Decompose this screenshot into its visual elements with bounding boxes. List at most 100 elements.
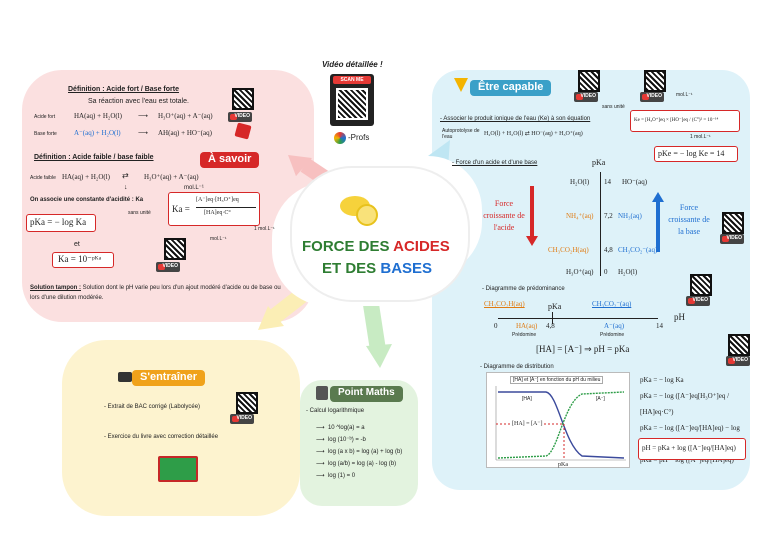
tampon: Solution tampon : Solution dont le pH va… <box>30 285 281 301</box>
exercise-item-livre[interactable]: - Exercice du livre avec correction déta… <box>104 434 219 440</box>
video-icon[interactable]: VIDEO <box>720 234 744 244</box>
acid-weak-label: Acide faible <box>30 175 56 181</box>
maths-rule: ⟶ log (1) = 0 <box>316 473 356 479</box>
maths-sub: - Calcul logarithmique <box>306 408 365 414</box>
equilibrium-arrow-icon: ⇄ <box>122 171 129 180</box>
predom-0: 0 <box>494 322 498 330</box>
qr-code-icon[interactable] <box>232 88 254 110</box>
ke-box <box>630 110 740 132</box>
qr-code-icon[interactable] <box>644 70 666 92</box>
predomine-acid: Prédomine <box>512 332 537 338</box>
scale-acid: CH₃CO₂H(aq) <box>548 246 589 254</box>
scale-pka: 4,8 <box>604 246 613 254</box>
pka-formula: pKa = − log Ka <box>30 217 87 227</box>
formula-line: pKa = pH − log ([A⁻]eq/[HA]eq) <box>640 456 734 464</box>
video-icon[interactable]: VIDEO <box>640 92 664 102</box>
ke-unit: mol.L⁻¹ <box>676 92 693 98</box>
acid-force-arrow <box>530 186 534 238</box>
pke-box <box>654 146 738 162</box>
maths-rule: ⟶ 10 ^log(a) = a <box>316 425 365 431</box>
ke-unit2: 1 mol.L⁻¹ <box>690 134 711 140</box>
brand-name: -Profs <box>348 133 370 142</box>
base-strong-label: Base forte <box>34 131 57 137</box>
pka-box <box>26 214 96 232</box>
acid-weak-eq-right: H₃O⁺(aq) + A⁻(aq) <box>144 173 199 181</box>
scale-pka: 7,2 <box>604 212 613 220</box>
video-icon[interactable]: VIDEO <box>156 262 180 272</box>
qr-code-icon <box>336 88 368 120</box>
scale-acid: H₂O(l) <box>570 178 590 186</box>
savoir-banner: À savoir <box>200 152 260 168</box>
pka-axis-label: pKa <box>592 158 606 167</box>
ph-formula-box <box>638 438 746 460</box>
exercise-item-bac[interactable]: - Extrait de BAC corrigé (Labolycée) <box>104 404 201 410</box>
qr-code-icon[interactable] <box>164 238 186 260</box>
def-weak-title: Définition : Acide faible / base faible <box>34 154 154 161</box>
ka-pow-box <box>52 252 114 268</box>
ka-assoc: On associe une constante d'acidité : Ka <box>30 197 144 203</box>
formula-line: pKa = − log Ka <box>640 376 684 384</box>
scan-label: SCAN ME <box>333 76 371 84</box>
center-title-line1: FORCE DES ACIDES <box>302 238 450 255</box>
ka-formula-box <box>168 192 260 226</box>
base-force-label: Force croissante de la base <box>668 203 710 236</box>
entrainer-banner: S'entraîner <box>132 370 206 386</box>
maths-rule: ⟶ log (a/b) = log (a) - log (b) <box>316 461 397 467</box>
predomine-base: Prédomine <box>600 332 625 338</box>
ph-formula: pH = pKa + log ([A⁻]eq/[HA]eq) <box>642 444 736 452</box>
ka-pow-formula: Ka = 10⁻ᵖᴷᵃ <box>58 254 102 264</box>
arrow-icon: ⟶ <box>138 130 149 137</box>
qr-code-icon[interactable] <box>578 70 600 92</box>
predom-axis <box>498 318 658 319</box>
ka-unit-bottom: mol.L⁻¹ <box>210 236 227 242</box>
scan-me-qr[interactable]: SCAN ME <box>330 74 374 126</box>
qr-code-icon[interactable] <box>236 392 258 414</box>
video-icon[interactable]: VIDEO <box>686 296 710 306</box>
acid-weak-eq-left: HA(aq) + H₂O(l) <box>62 173 110 181</box>
scale-base: CH₃CO₂⁻(aq) <box>618 246 658 254</box>
distrib-a: [A⁻] <box>596 396 605 402</box>
qr-code-icon[interactable] <box>728 334 750 356</box>
fraction-bar <box>196 207 256 208</box>
predom-tick <box>552 312 553 324</box>
scale-acid: NH₄⁺(aq) <box>566 212 594 220</box>
pka-axis-line <box>600 172 601 276</box>
video-icon[interactable]: VIDEO <box>726 356 750 366</box>
arrow-icon: ⟶ <box>138 113 149 120</box>
predom-eq: [HA] = [A⁻] ⇒ pH = pKa <box>536 344 630 354</box>
qr-code-icon[interactable] <box>690 274 712 296</box>
qr-code-icon[interactable] <box>722 212 744 234</box>
autoprotolyse: Autoprotolyse de l'eau <box>442 128 480 140</box>
center-title-line2: ET DES BASES <box>322 260 433 277</box>
distrib-eq: [HA] = [A⁻] <box>512 420 543 427</box>
acid-force-label: Force croissante de l'acide <box>483 199 525 232</box>
video-icon[interactable]: VIDEO <box>574 92 598 102</box>
scale-base: NH₃(aq) <box>618 212 642 220</box>
video-icon[interactable]: VIDEO <box>230 414 254 424</box>
scale-pka: 0 <box>604 268 608 276</box>
ka-denominator: [HA]eq·C° <box>204 210 231 216</box>
pke-formula: pKe = − log Ke = 14 <box>658 149 725 158</box>
ke-equation: H₂O(l) + H₂O(l) ⇄ HO⁻(aq) + H₃O⁺(aq) <box>484 131 583 137</box>
scale-base: H₂O(l) <box>618 268 638 276</box>
distrib-ha: [HA] <box>522 396 532 402</box>
entrainer-panel <box>62 340 300 516</box>
lemon-slice-icon <box>356 204 378 226</box>
video-icon[interactable]: VIDEO <box>228 112 252 122</box>
base-strong-eq-left: A⁻(aq) + H₂O(l) <box>74 129 121 137</box>
predom-pka: pKa <box>548 302 562 311</box>
base-strong-eq-right: AH(aq) + HO⁻(aq) <box>158 129 212 137</box>
book-icon <box>158 456 198 482</box>
ke-sans-unite: sans unité <box>602 104 625 110</box>
predom-base: CH₃CO₂⁻(aq) <box>592 300 632 308</box>
ke-formula: Ke = [H₃O⁺]eq × [HO⁻]eq / (C°)² = 10⁻¹⁴ <box>634 118 719 123</box>
video-title: Vidéo détaillée ! <box>322 60 383 69</box>
logo-icon <box>334 132 346 144</box>
scale-acid: H₃O⁺(aq) <box>566 268 594 276</box>
predom-ha: HA(aq) <box>516 322 538 330</box>
formula-line: pKa = − log ([A⁻]eq[H₃O⁺]eq / [HA]eq·C°) <box>640 392 730 416</box>
distrib-pka: pKa <box>558 462 568 468</box>
scale-pka: 14 <box>604 178 611 186</box>
predom-ph: pH <box>674 312 685 322</box>
maths-rule: ⟶ log (a x b) = log (a) + log (b) <box>316 449 403 455</box>
